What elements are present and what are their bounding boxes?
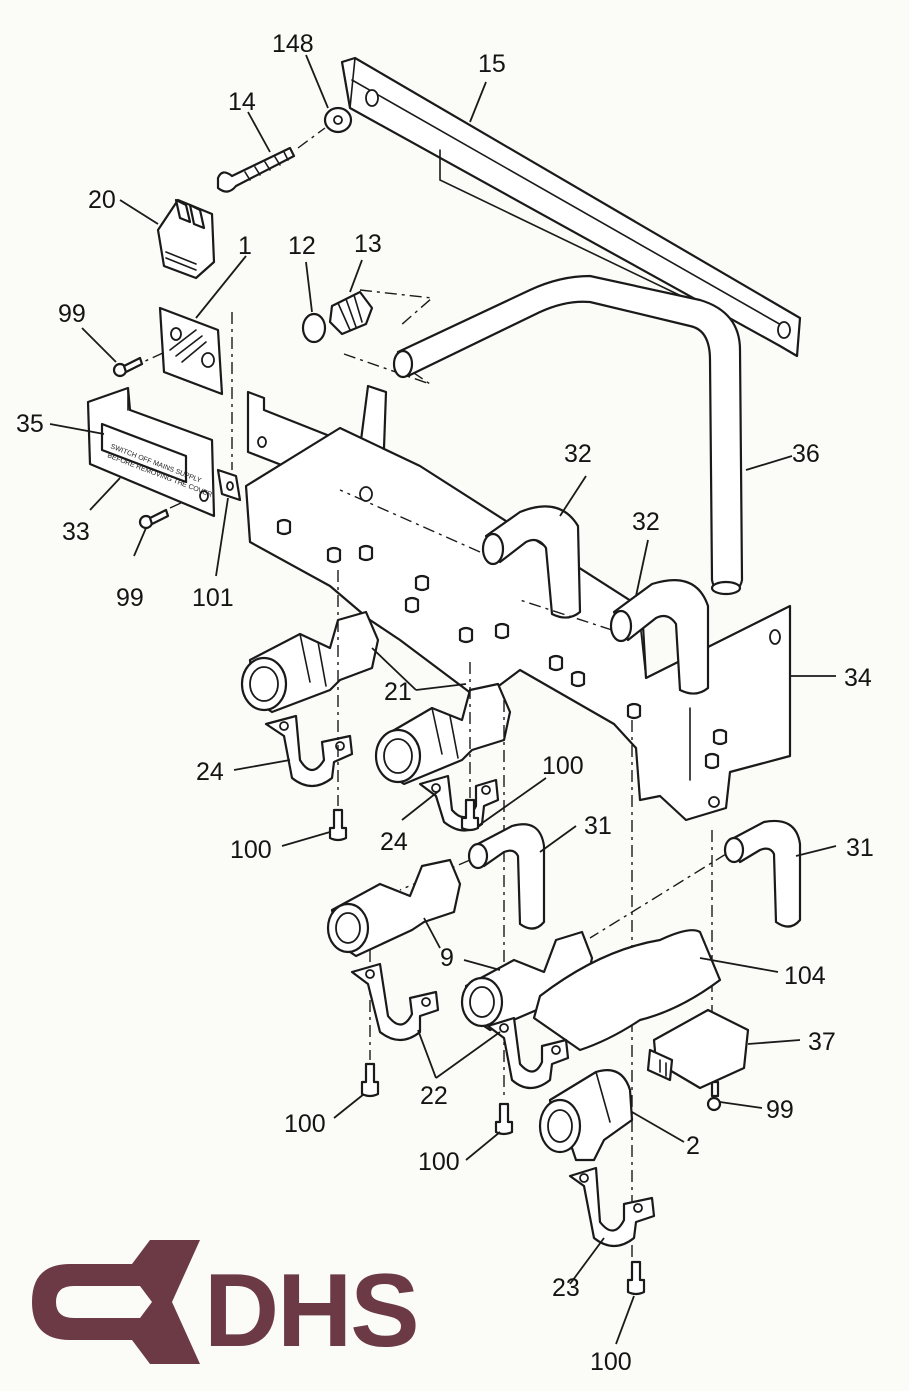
part-32-elbow-right <box>609 579 710 695</box>
callout-20: 20 <box>88 186 116 214</box>
part-14-screw <box>216 127 326 193</box>
callout-22: 22 <box>420 1082 448 1110</box>
part-12-seal-ring <box>301 312 327 344</box>
part-99-screw-upper <box>112 356 144 378</box>
callout-101: 101 <box>192 584 234 612</box>
callout-9: 9 <box>440 944 454 972</box>
part-32-elbow-left <box>481 505 582 619</box>
part-104-gasket-sheet <box>532 929 722 1052</box>
part-15-mounting-rail <box>340 56 802 358</box>
part-100-screw-c <box>360 1062 380 1098</box>
part-31-pipe-left <box>467 823 546 930</box>
part-24-clip-right <box>418 774 500 832</box>
part-37-switch-block <box>646 1008 750 1090</box>
callout-99-upper: 99 <box>58 300 86 328</box>
part-99-screw-lower <box>138 491 206 530</box>
part-99-screw-right <box>706 1080 722 1112</box>
callout-24-left: 24 <box>196 758 224 786</box>
part-100-screw-d <box>494 1102 514 1136</box>
callout-labels: 148 15 14 20 1 12 13 99 35 33 99 101 36 … <box>16 30 874 1376</box>
part-2-elbow-valve <box>538 1069 634 1162</box>
callout-12: 12 <box>288 232 316 260</box>
callout-100-upper-left: 100 <box>230 836 272 864</box>
part-31-pipe-right <box>723 819 802 928</box>
part-20-connector <box>156 198 216 280</box>
callout-100-middle-left: 100 <box>284 1110 326 1138</box>
part-21-valve-right <box>374 682 512 786</box>
part-1-pcb-bracket <box>129 306 233 470</box>
callout-100-bottom: 100 <box>590 1348 632 1376</box>
part-23-clip <box>568 1166 656 1248</box>
part-9-valve-right <box>460 930 594 1032</box>
callout-37: 37 <box>808 1028 836 1056</box>
callout-148: 148 <box>272 30 314 58</box>
callout-32-right: 32 <box>632 508 660 536</box>
part-100-screw-e <box>626 1260 646 1296</box>
callout-13: 13 <box>354 230 382 258</box>
leader-lines <box>49 54 837 1345</box>
callout-36: 36 <box>792 440 820 468</box>
part-22-clip-left <box>350 962 440 1042</box>
part-36-pipe <box>392 274 744 596</box>
callout-35: 35 <box>16 410 44 438</box>
dhs-logo-text: DHS <box>204 1253 418 1369</box>
callout-2: 2 <box>686 1132 700 1160</box>
part-24-clip-left <box>264 714 354 788</box>
callout-23: 23 <box>552 1274 580 1302</box>
callout-32-left: 32 <box>564 440 592 468</box>
dhs-logo-arrow <box>32 1240 200 1364</box>
dhs-logo: DHS <box>32 1240 420 1369</box>
callout-14: 14 <box>228 88 256 116</box>
part-13-threaded-bush <box>328 289 434 385</box>
callout-1: 1 <box>238 232 252 260</box>
callout-24-right: 24 <box>380 828 408 856</box>
part-22-clip-right <box>486 1016 570 1090</box>
callout-33: 33 <box>62 518 90 546</box>
callout-99-right: 99 <box>766 1096 794 1124</box>
callout-100-upper-right: 100 <box>542 752 584 780</box>
part-34-main-bracket <box>244 384 792 822</box>
callout-15: 15 <box>478 50 506 78</box>
callout-34: 34 <box>844 664 872 692</box>
part-100-screw-b <box>460 798 480 832</box>
callout-21: 21 <box>384 678 412 706</box>
bracket-studs <box>276 518 728 770</box>
callout-99-lower: 99 <box>116 584 144 612</box>
part-100-screw-a <box>328 808 348 842</box>
callout-100-middle: 100 <box>418 1148 460 1176</box>
callout-31-right: 31 <box>846 834 874 862</box>
part-9-valve-left <box>326 858 462 958</box>
part-21-valve-left <box>240 610 380 714</box>
part-148-washer <box>323 106 353 134</box>
callout-31-left: 31 <box>584 812 612 840</box>
callout-104: 104 <box>784 962 826 990</box>
part-101-clip <box>216 468 242 502</box>
